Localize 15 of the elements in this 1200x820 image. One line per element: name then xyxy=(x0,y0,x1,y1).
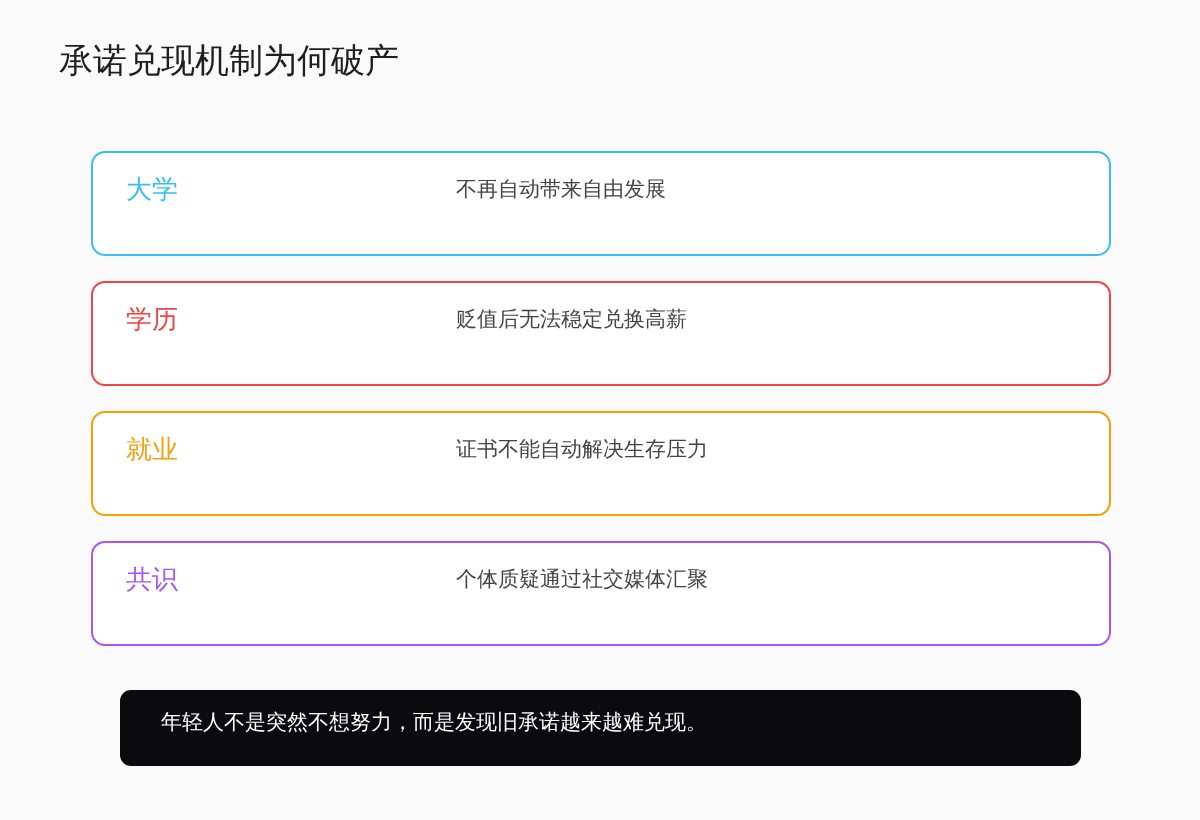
card-heading: 大学 xyxy=(126,173,178,206)
card-heading: 学历 xyxy=(126,303,178,336)
summary-banner xyxy=(120,690,1081,766)
card xyxy=(91,411,1111,516)
card xyxy=(91,151,1111,256)
card-text: 贬值后无法稳定兑换高薪 xyxy=(456,306,687,333)
title: 承诺兑现机制为何破产 xyxy=(59,39,399,82)
banner-text: 年轻人不是突然不想努力，而是发现旧承诺越来越难兑现。 xyxy=(161,709,707,736)
card-heading: 共识 xyxy=(126,563,178,596)
card xyxy=(91,541,1111,646)
card-heading: 就业 xyxy=(126,433,178,466)
card-text: 证书不能自动解决生存压力 xyxy=(456,436,708,463)
card-text: 不再自动带来自由发展 xyxy=(456,176,666,203)
card xyxy=(91,281,1111,386)
card-text: 个体质疑通过社交媒体汇聚 xyxy=(456,566,708,593)
